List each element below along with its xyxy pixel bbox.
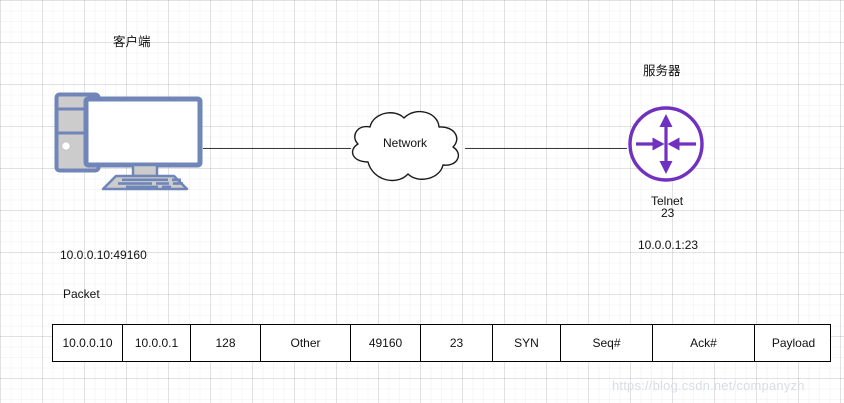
packet-field-destination-ip: 10.0.0.1 <box>123 325 191 361</box>
network-label: Network <box>382 136 427 150</box>
link-client-to-network <box>203 148 351 149</box>
packet-field-ttl: 128 <box>191 325 261 361</box>
watermark-text: https://blog.csdn.net/companyzh <box>612 378 805 393</box>
packet-field-ack-number: Ack# <box>653 325 755 361</box>
cloud-icon <box>351 110 460 182</box>
client-title-label: 客户端 <box>113 35 151 49</box>
packet-field-payload: Payload <box>771 336 816 350</box>
server-title-label: 服务器 <box>643 64 681 78</box>
packet-field-tcp-flag: SYN <box>493 325 561 361</box>
packet-field-other: Other <box>261 325 351 361</box>
packet-field-source-port: 49160 <box>351 325 421 361</box>
packet-caption-label: Packet <box>63 287 100 301</box>
packet-field-destination-port: 23 <box>421 325 493 361</box>
network-cloud-node: Network <box>340 100 470 192</box>
router-icon <box>626 104 706 184</box>
client-address-label: 10.0.0.10:49160 <box>60 248 147 262</box>
desktop-computer-icon <box>54 92 204 192</box>
server-service-label: Telnet <box>651 194 684 208</box>
packet-field-sequence-number: Seq# <box>561 325 653 361</box>
packet-field-source-ip: 10.0.0.10 <box>53 325 123 361</box>
server-address-label: 10.0.0.1:23 <box>638 238 699 252</box>
server-port-label: 23 <box>661 206 675 220</box>
link-network-to-server <box>465 148 627 149</box>
